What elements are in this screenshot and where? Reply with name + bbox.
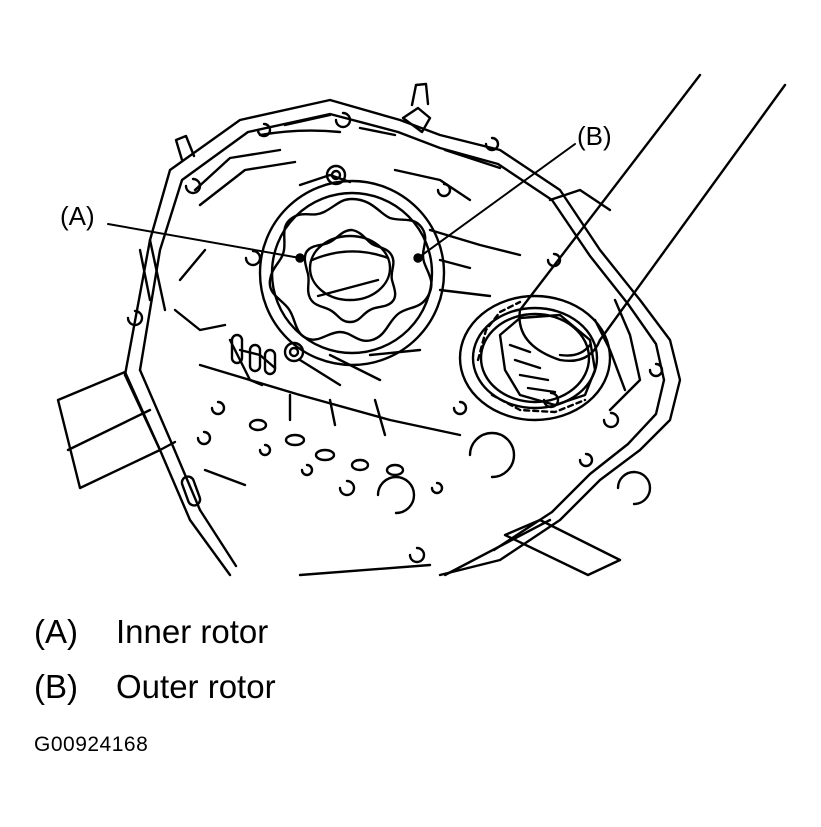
housing-inner-outline: [138, 112, 666, 552]
figure-code: G00924168: [34, 733, 149, 756]
legend-row-b: (B) Outer rotor: [34, 670, 276, 703]
large-bore: [468, 431, 516, 479]
right-bracket: [503, 518, 622, 577]
top-stud: [410, 82, 430, 107]
left-stud: [174, 134, 196, 162]
shaft-end: [498, 313, 597, 407]
installer-tool: [518, 73, 787, 362]
outer-rotor: [268, 197, 433, 343]
legend-label-b: Outer rotor: [116, 668, 276, 705]
inner-rotor: [303, 228, 397, 324]
bolt-holes: [126, 111, 664, 564]
legend-row-a: (A) Inner rotor: [34, 615, 268, 648]
legend-key-a: (A): [34, 613, 78, 650]
rotor-housing: [258, 179, 446, 367]
callout-a: (A): [60, 201, 95, 231]
oil-pump-rotor-illustration: [56, 73, 787, 577]
leader-line-a: [107, 223, 301, 259]
housing-outline: [123, 98, 682, 577]
passage-slots: [180, 333, 405, 507]
callout-b: (B): [577, 121, 612, 151]
oil-passage: [258, 129, 342, 137]
leader-line-b: [417, 143, 576, 259]
legend-label-a: Inner rotor: [116, 613, 269, 650]
inner-rotor-bore: [308, 234, 392, 302]
legend-key-b: (B): [34, 668, 78, 705]
bearing: [458, 294, 612, 422]
